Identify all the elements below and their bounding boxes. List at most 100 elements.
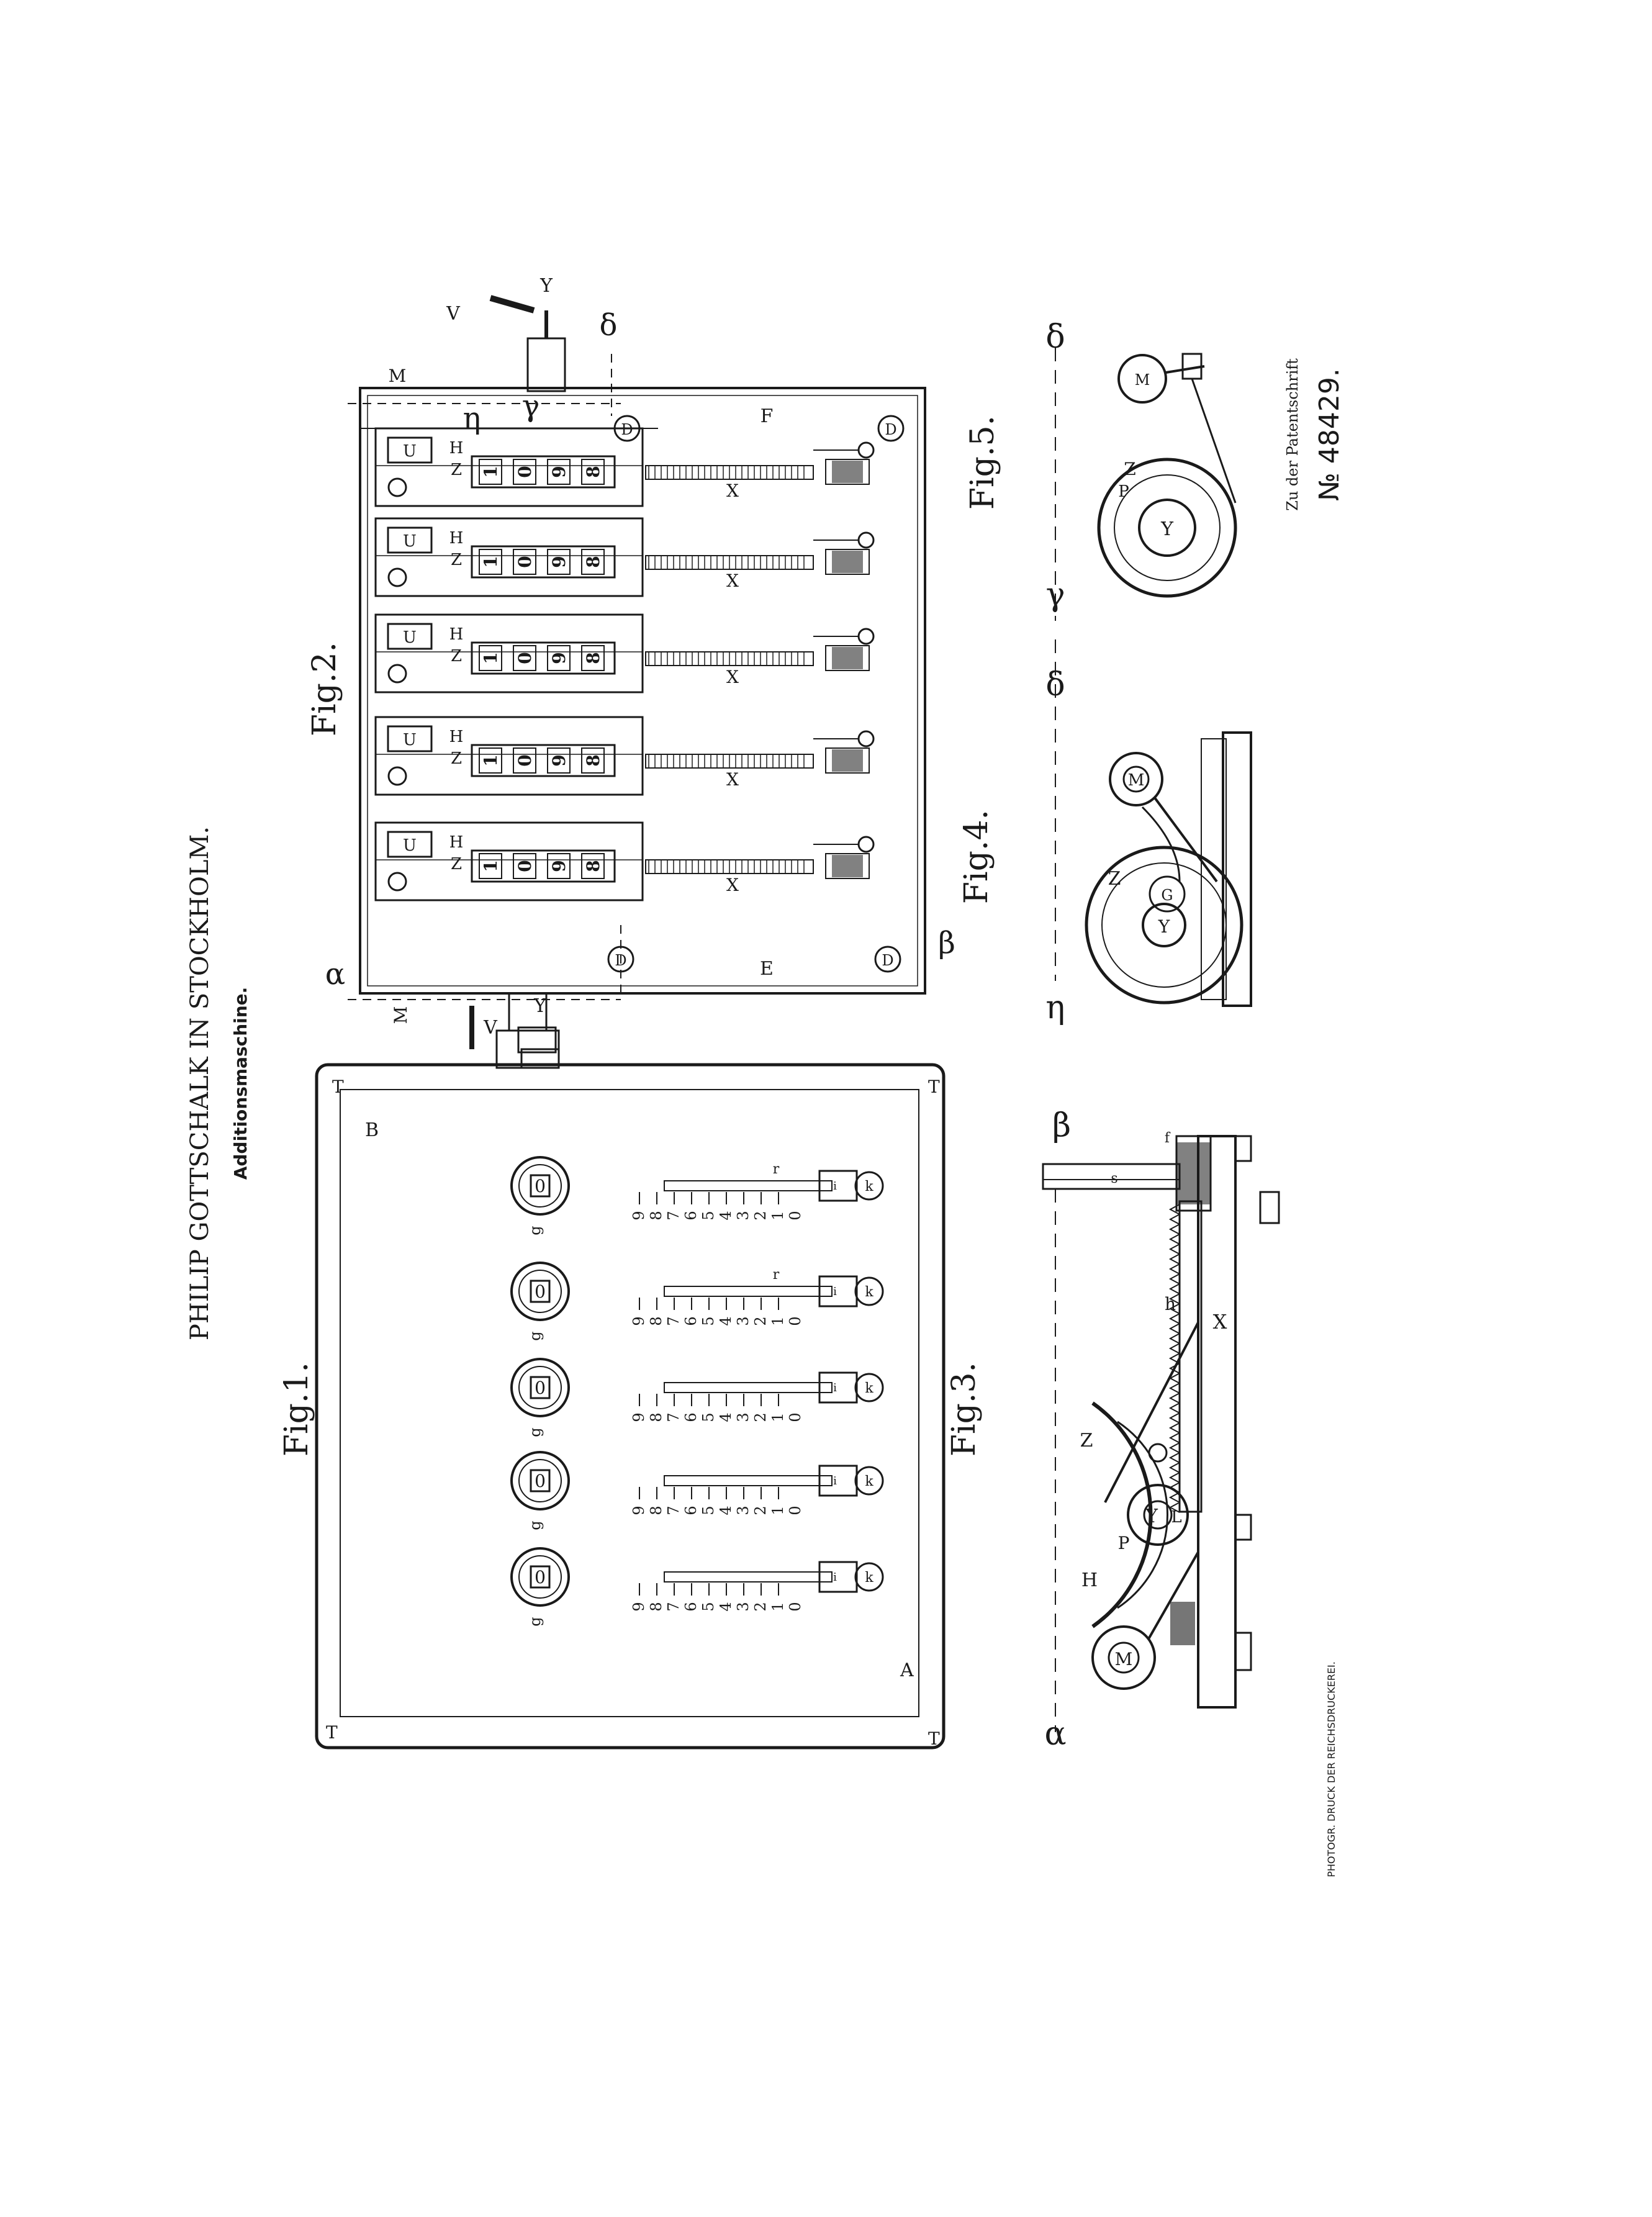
fig1-corner-bottom-left: T (326, 1722, 338, 1743)
fig1-scale-digit: 2 (752, 1412, 769, 1422)
fig2-digit: 9 (549, 652, 569, 664)
fig2-digit: 8 (583, 556, 603, 567)
fig1-knob[interactable]: ki (818, 1275, 884, 1307)
fig1-knob-label: k (865, 1285, 873, 1300)
fig2-digit: 9 (549, 860, 569, 872)
fig1-scale-digit: 1 (769, 1211, 787, 1220)
fig1-scale-digit: 6 (682, 1211, 700, 1220)
fig3-title: Fig.3. (946, 1362, 983, 1456)
fig1-knob[interactable]: ki (818, 1170, 884, 1202)
fig2-mark-gamma: γ (522, 389, 540, 423)
fig1-scale-digit: 7 (665, 1211, 682, 1220)
fig4-mark-eta: η (1045, 989, 1065, 1026)
fig4-end-view: η δ Fig.4. Y G M Z (958, 639, 1252, 1026)
fig1-scale-digit: 7 (665, 1602, 682, 1611)
fig1-scale-digit: 5 (700, 1412, 717, 1422)
fig2-digit: 8 (583, 754, 603, 766)
fig1-scale-digit: 9 (630, 1211, 648, 1220)
fig2-label-X: X (726, 481, 739, 501)
fig2-digit: 0 (515, 754, 535, 766)
fig1-corner-top-left: T (332, 1077, 344, 1097)
fig2-bolt-label: D (615, 952, 626, 969)
fig3-mark-beta: β (1052, 1107, 1071, 1144)
fig3-label-X: X (1213, 1310, 1227, 1334)
printer-note-block: PHOTOGR. DRUCK DER REICHSDRUCKEREI. (1325, 1661, 1337, 1877)
inventor-title: PHILIP GOTTSCHALK IN STOCKHOLM. (186, 826, 214, 1340)
fig1-scale-digit: 2 (752, 1316, 769, 1325)
fig1-scale-digit: 6 (682, 1602, 700, 1611)
fig2-frame (359, 387, 926, 995)
fig2-label-Y-top: Y (539, 275, 553, 297)
fig2-digit: 9 (549, 466, 569, 477)
fig1-dial: 0g (510, 1262, 570, 1341)
fig5-label-P: P (1118, 482, 1129, 501)
fig1-scale-digit: 7 (665, 1316, 682, 1325)
fig1-pin-label: i (833, 1381, 837, 1394)
fig1-dial-label: g (526, 1427, 544, 1437)
patent-ref-label: Zu der Patentschrift (1284, 358, 1301, 511)
fig2-mark-alpha: α (325, 957, 345, 991)
fig1-scale-digit: 5 (700, 1506, 717, 1515)
fig1-dial: 0g (510, 1451, 570, 1530)
fig1-scale-digit: 1 (769, 1602, 787, 1611)
fig2-bolt-bottom-right: D (874, 946, 901, 973)
fig1-knob-label: k (865, 1381, 873, 1396)
fig1-scale-digit: 0 (787, 1506, 804, 1515)
fig2-digit: 9 (549, 556, 569, 567)
fig2-mark-beta: β (938, 926, 955, 960)
fig1-knob[interactable]: ki (818, 1465, 884, 1497)
fig1-knob[interactable]: ki (818, 1561, 884, 1593)
fig1-slider-slot (664, 1180, 833, 1191)
fig1-knob[interactable]: ki (818, 1371, 884, 1404)
fig1-dial-label: g (526, 1331, 544, 1340)
fig1-scale-digit: 7 (665, 1506, 682, 1515)
fig1-outer-frame (315, 1063, 946, 1750)
fig3-base (1197, 1135, 1237, 1709)
fig2-digit: 0 (515, 860, 535, 872)
fig2-label-H: H (449, 439, 464, 458)
fig2-label-U: U (403, 532, 417, 551)
fig3-pivot (1091, 1625, 1156, 1690)
fig1-slider-slot (664, 1382, 833, 1393)
fig2-bolt-label: D (882, 952, 893, 969)
fig1-scale-digit: 4 (717, 1412, 734, 1422)
fig1-scale-digit: 9 (630, 1412, 648, 1422)
fig5-wheel (1097, 458, 1237, 598)
fig2-label-V-top: V (446, 303, 461, 325)
fig1-label-A: A (900, 1659, 914, 1681)
fig1-scale-digit: 9 (630, 1506, 648, 1515)
fig2-bolt-label: D (885, 421, 896, 438)
fig2-digit: 9 (549, 754, 569, 766)
fig2-label-X: X (726, 571, 739, 591)
fig1-scale-digit: 0 (787, 1211, 804, 1220)
fig1-dial: 0g (510, 1547, 570, 1627)
fig1-knob-label: k (865, 1570, 873, 1586)
fig1-scale-digit: 3 (734, 1316, 752, 1325)
fig5-label-M: M (1135, 371, 1150, 389)
fig4-base (1222, 731, 1252, 1007)
fig2-label-Z: Z (451, 551, 462, 569)
fig2-label-H: H (449, 529, 464, 548)
fig2-label-U: U (403, 442, 417, 461)
fig3-mark-alpha: α (1044, 1715, 1066, 1753)
fig1-pin-label: i (833, 1474, 837, 1488)
fig2-bolt-label: D (621, 421, 633, 438)
fig2-label-U: U (403, 836, 417, 855)
fig2-label-H: H (449, 728, 464, 746)
fig3-label-L: L (1171, 1508, 1181, 1527)
fig1-scale-digit: 6 (682, 1506, 700, 1515)
fig1-dial-reading: 0 (535, 1281, 546, 1302)
fig2-label-E: E (760, 958, 774, 980)
fig1-corner-top-right: T (928, 1077, 940, 1097)
fig3-label-M: M (1115, 1649, 1133, 1669)
fig3-gear (1127, 1484, 1189, 1546)
fig1-slider-slot (664, 1286, 833, 1297)
